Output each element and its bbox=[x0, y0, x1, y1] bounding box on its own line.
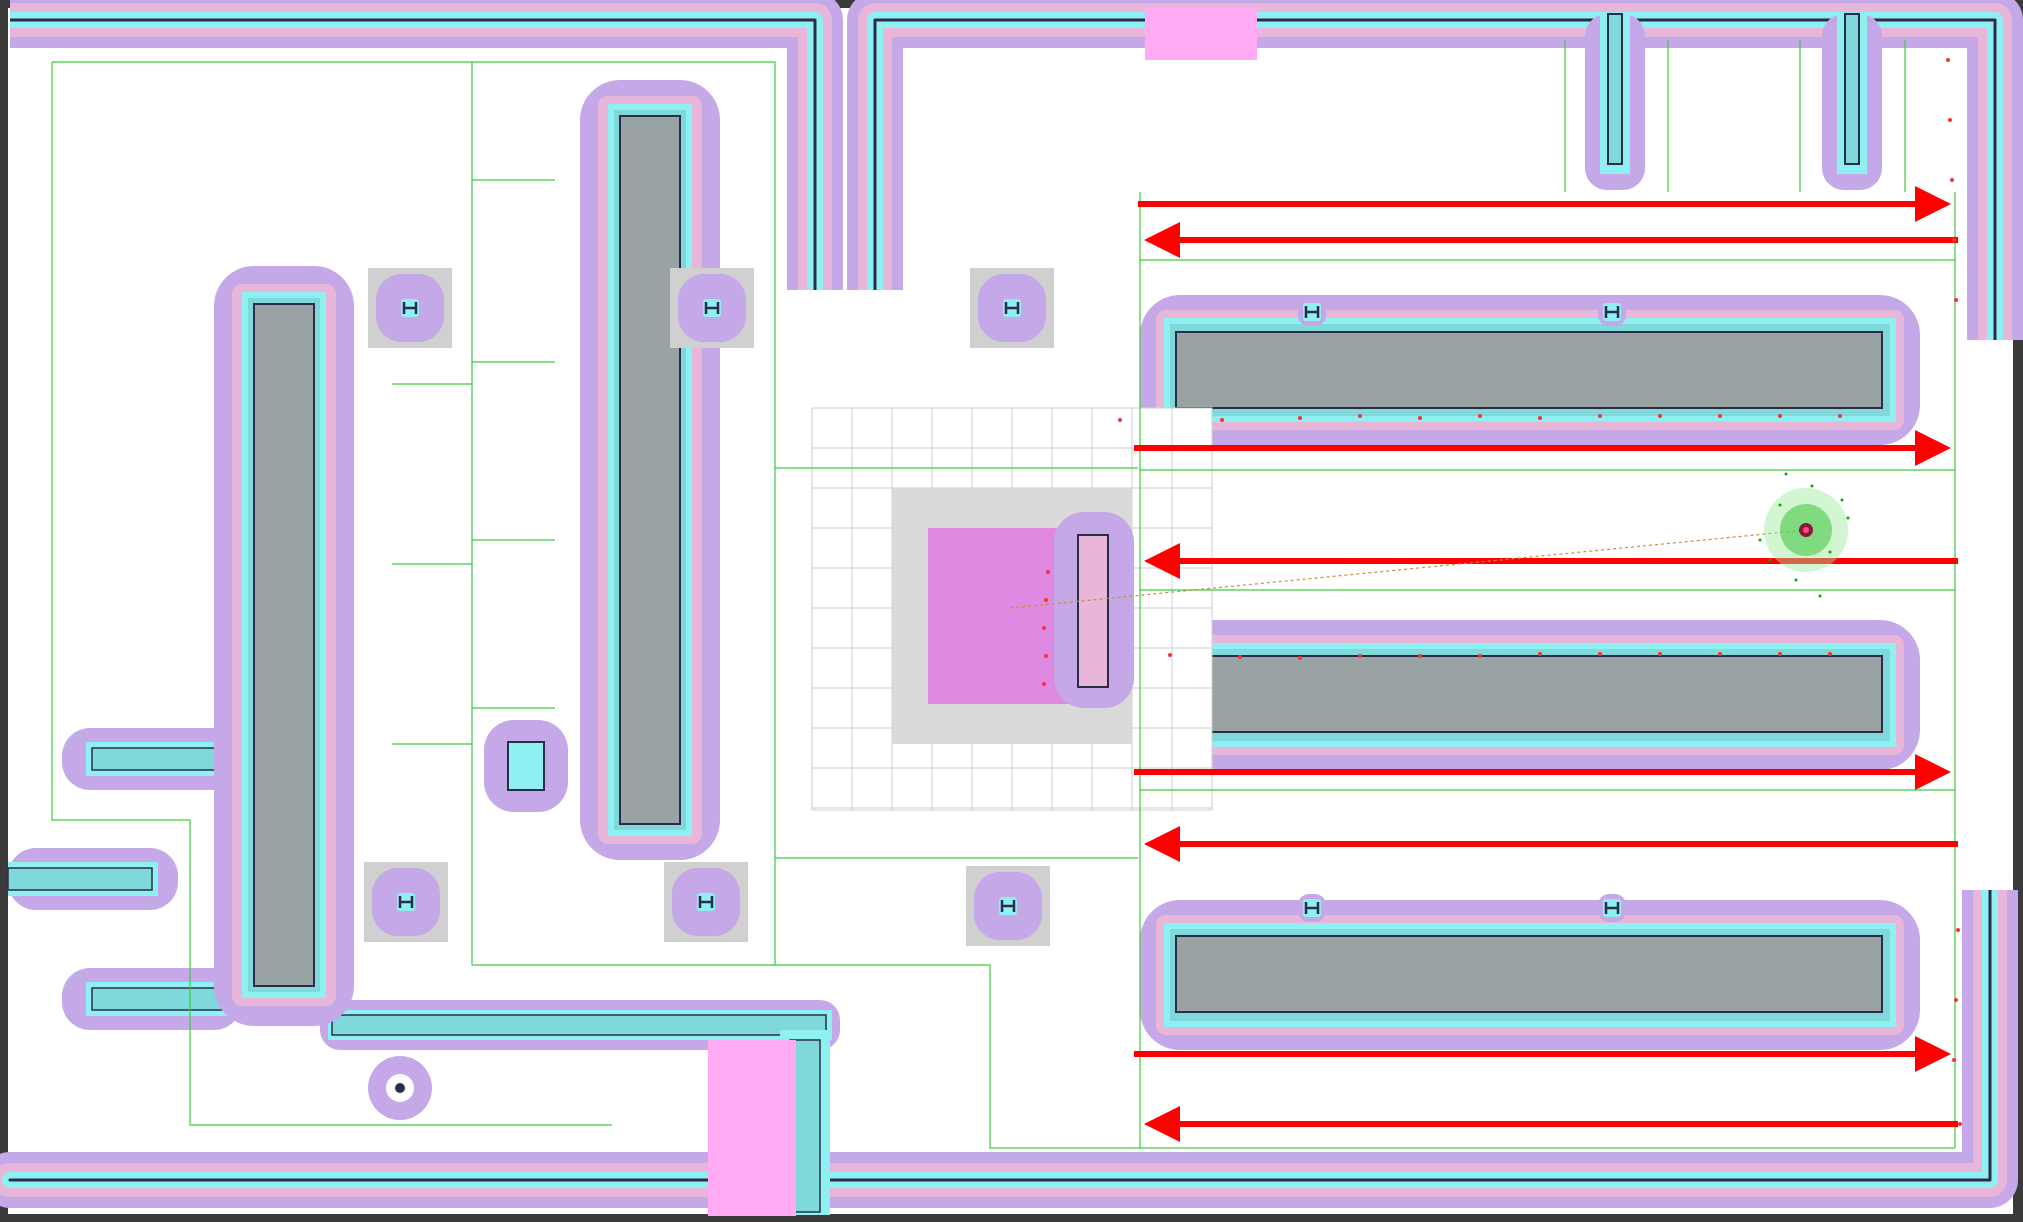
wall-stubs bbox=[7, 13, 1882, 1215]
charging-station-icon bbox=[670, 268, 754, 348]
planned-path bbox=[1009, 529, 1807, 609]
charging-stations bbox=[364, 268, 1628, 946]
charging-station-icon bbox=[966, 866, 1050, 946]
route-graph bbox=[51, 40, 1956, 1149]
charging-station-icon bbox=[1596, 892, 1628, 924]
charging-station-icon bbox=[1296, 892, 1328, 924]
route-arrows bbox=[1134, 186, 1958, 1142]
shelf-right-bottom bbox=[1140, 900, 1920, 1050]
storage-box bbox=[484, 720, 568, 812]
robot-obstacle bbox=[1054, 512, 1134, 708]
shelf-middle bbox=[580, 80, 720, 860]
shelf-left bbox=[214, 266, 354, 1026]
shelf-right-top bbox=[1140, 295, 1920, 445]
zone-top bbox=[1145, 8, 1257, 60]
charging-station-icon bbox=[1296, 296, 1328, 328]
charging-station-icon bbox=[970, 268, 1054, 348]
zone-bottom bbox=[708, 1040, 796, 1216]
charging-station-icon bbox=[368, 268, 452, 348]
charging-station-icon bbox=[1596, 296, 1628, 328]
laser-scan-points bbox=[1042, 58, 1962, 1126]
shelf-right-middle bbox=[1140, 620, 1920, 770]
charging-station-icon bbox=[664, 862, 748, 942]
robot-marker-icon[interactable] bbox=[1799, 523, 1813, 537]
charging-station-icon bbox=[364, 862, 448, 942]
